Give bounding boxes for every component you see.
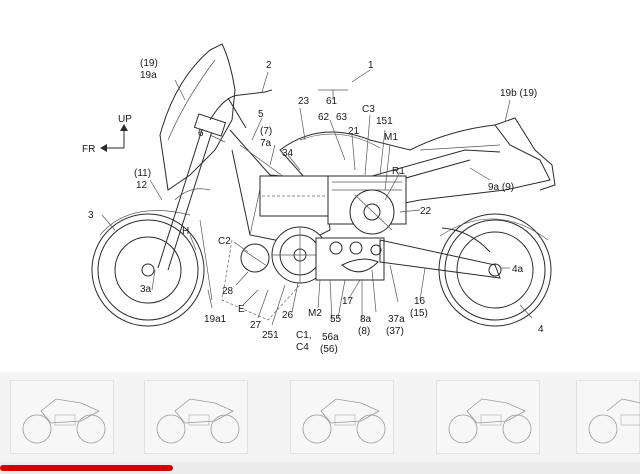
transmission-box — [315, 237, 385, 281]
label-19b: 19b (19) — [500, 88, 537, 99]
label-61: 61 — [326, 96, 338, 107]
label-9a: 9a (9) — [488, 182, 514, 193]
label-m1: M1 — [384, 132, 398, 143]
label-7a: 7a — [260, 138, 272, 149]
main-diagram: 1 (19) 19a 2 5 6 (7) 7a 23 34 61 62 63 2… — [82, 43, 556, 355]
thumbnail-5[interactable] — [576, 380, 640, 454]
label-28: 28 — [222, 286, 234, 297]
label-27: 27 — [250, 320, 262, 331]
label-up: UP — [118, 114, 132, 125]
label-16: 16 — [414, 296, 426, 307]
thumbnail-preview — [448, 398, 532, 444]
gallery-progress-fill — [0, 465, 173, 471]
label-21: 21 — [348, 126, 360, 137]
label-19a: 19a — [140, 70, 157, 81]
label-12: 12 — [136, 180, 148, 191]
label-c1: C1, — [296, 330, 312, 341]
label-23: 23 — [298, 96, 310, 107]
label-63: 63 — [336, 112, 348, 123]
thumbnail-2[interactable] — [144, 380, 248, 454]
label-4a: 4a — [512, 264, 524, 275]
label-151: 151 — [376, 116, 393, 127]
label-15: (15) — [410, 308, 428, 319]
label-37: (37) — [386, 326, 404, 337]
label-22: 22 — [420, 206, 432, 217]
label-c2: C2 — [218, 236, 231, 247]
rear-cowl — [494, 117, 556, 191]
label-4: 4 — [538, 324, 544, 335]
fuel-tank — [279, 124, 551, 211]
label-62: 62 — [318, 112, 330, 123]
label-8a: 8a — [360, 314, 372, 325]
label-3: 3 — [88, 210, 94, 221]
gear-unit — [271, 226, 329, 284]
clutch-gear — [240, 243, 270, 273]
label-2: 2 — [266, 60, 272, 71]
thumbnail-preview — [588, 398, 640, 444]
label-fr: FR — [82, 144, 95, 155]
label-6: 6 — [198, 128, 204, 139]
label-c4: C4 — [296, 342, 309, 353]
thumbnail-preview — [22, 398, 106, 444]
label-11: (11) — [134, 168, 151, 179]
thumbnail-1[interactable] — [10, 380, 114, 454]
thumbnail-4[interactable] — [436, 380, 540, 454]
front-wheel — [91, 210, 205, 327]
thumbnail-preview — [156, 398, 240, 444]
label-7: (7) — [260, 126, 272, 137]
thumbnail-3[interactable] — [290, 380, 394, 454]
direction-arrows — [100, 124, 128, 152]
label-r1: R1 — [392, 166, 405, 177]
label-56a: 56a — [322, 332, 339, 343]
motorcycle-drawing: 1 (19) 19a 2 5 6 (7) 7a 23 34 61 62 63 2… — [82, 43, 556, 355]
thumbnail-strip — [0, 372, 640, 462]
label-8: (8) — [358, 326, 370, 337]
label-19: (19) — [140, 58, 158, 69]
label-1: 1 — [368, 60, 374, 71]
gallery-progress-track[interactable] — [0, 462, 640, 474]
label-19a1: 19a1 — [204, 314, 227, 325]
label-h: H — [182, 226, 189, 237]
label-37a: 37a — [388, 314, 405, 325]
label-26: 26 — [282, 310, 294, 321]
leader-lines — [101, 69, 533, 326]
label-m2: M2 — [308, 308, 322, 319]
label-34: 34 — [282, 148, 294, 159]
label-5: 5 — [258, 109, 264, 120]
thumbnail-preview — [302, 398, 386, 444]
label-c3: C3 — [362, 104, 375, 115]
windshield — [159, 43, 236, 191]
label-55: 55 — [330, 314, 342, 325]
swingarm — [379, 239, 501, 279]
label-56: (56) — [320, 344, 338, 355]
label-e: E — [238, 304, 245, 315]
label-251: 251 — [262, 330, 279, 341]
label-3a: 3a — [140, 284, 152, 295]
label-17: 17 — [342, 296, 354, 307]
front-fork — [157, 113, 227, 271]
